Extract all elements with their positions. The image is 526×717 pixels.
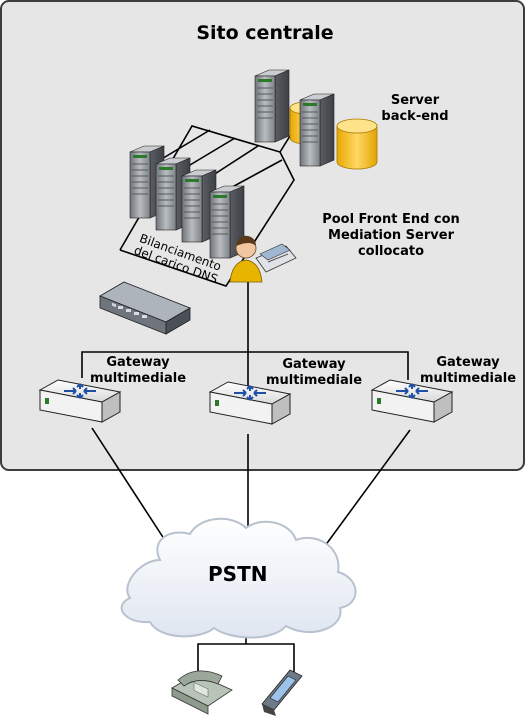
gateway-label-line1: Gateway	[106, 355, 170, 370]
desk-phone-icon	[171, 670, 233, 715]
frontend-label-line3: collocato	[357, 244, 425, 259]
gateway-label-line2: multimediale	[265, 373, 363, 388]
gateway-label-line2: multimediale	[419, 371, 517, 386]
mediation-user-icon	[229, 235, 263, 283]
backend-label-line1: Server	[390, 93, 440, 108]
gateway-label-line1: Gateway	[282, 357, 346, 372]
backend-label: Server back-end	[372, 93, 458, 125]
ip-phone-icon	[255, 243, 297, 273]
frontend-label: Pool Front End con Mediation Server coll…	[306, 212, 476, 260]
backend-servers	[254, 69, 378, 170]
site-title: Sito centrale	[196, 22, 334, 44]
gateway-label-line2: multimediale	[89, 371, 187, 386]
dns-load-balancer-icon	[99, 281, 191, 335]
gateway-label-line1: Gateway	[436, 355, 500, 370]
gateway-label: Gateway multimediale	[412, 355, 524, 387]
gateway-label: Gateway multimediale	[252, 357, 376, 389]
pstn-cloud	[120, 517, 357, 639]
backend-label-line2: back-end	[381, 109, 449, 124]
database-icon	[336, 118, 378, 170]
mobile-phone-icon	[261, 669, 303, 716]
frontend-label-line2: Mediation Server	[328, 228, 454, 243]
pstn-label: PSTN	[208, 562, 268, 586]
gateway-label: Gateway multimediale	[76, 355, 200, 387]
frontend-label-line1: Pool Front End con	[322, 212, 460, 227]
